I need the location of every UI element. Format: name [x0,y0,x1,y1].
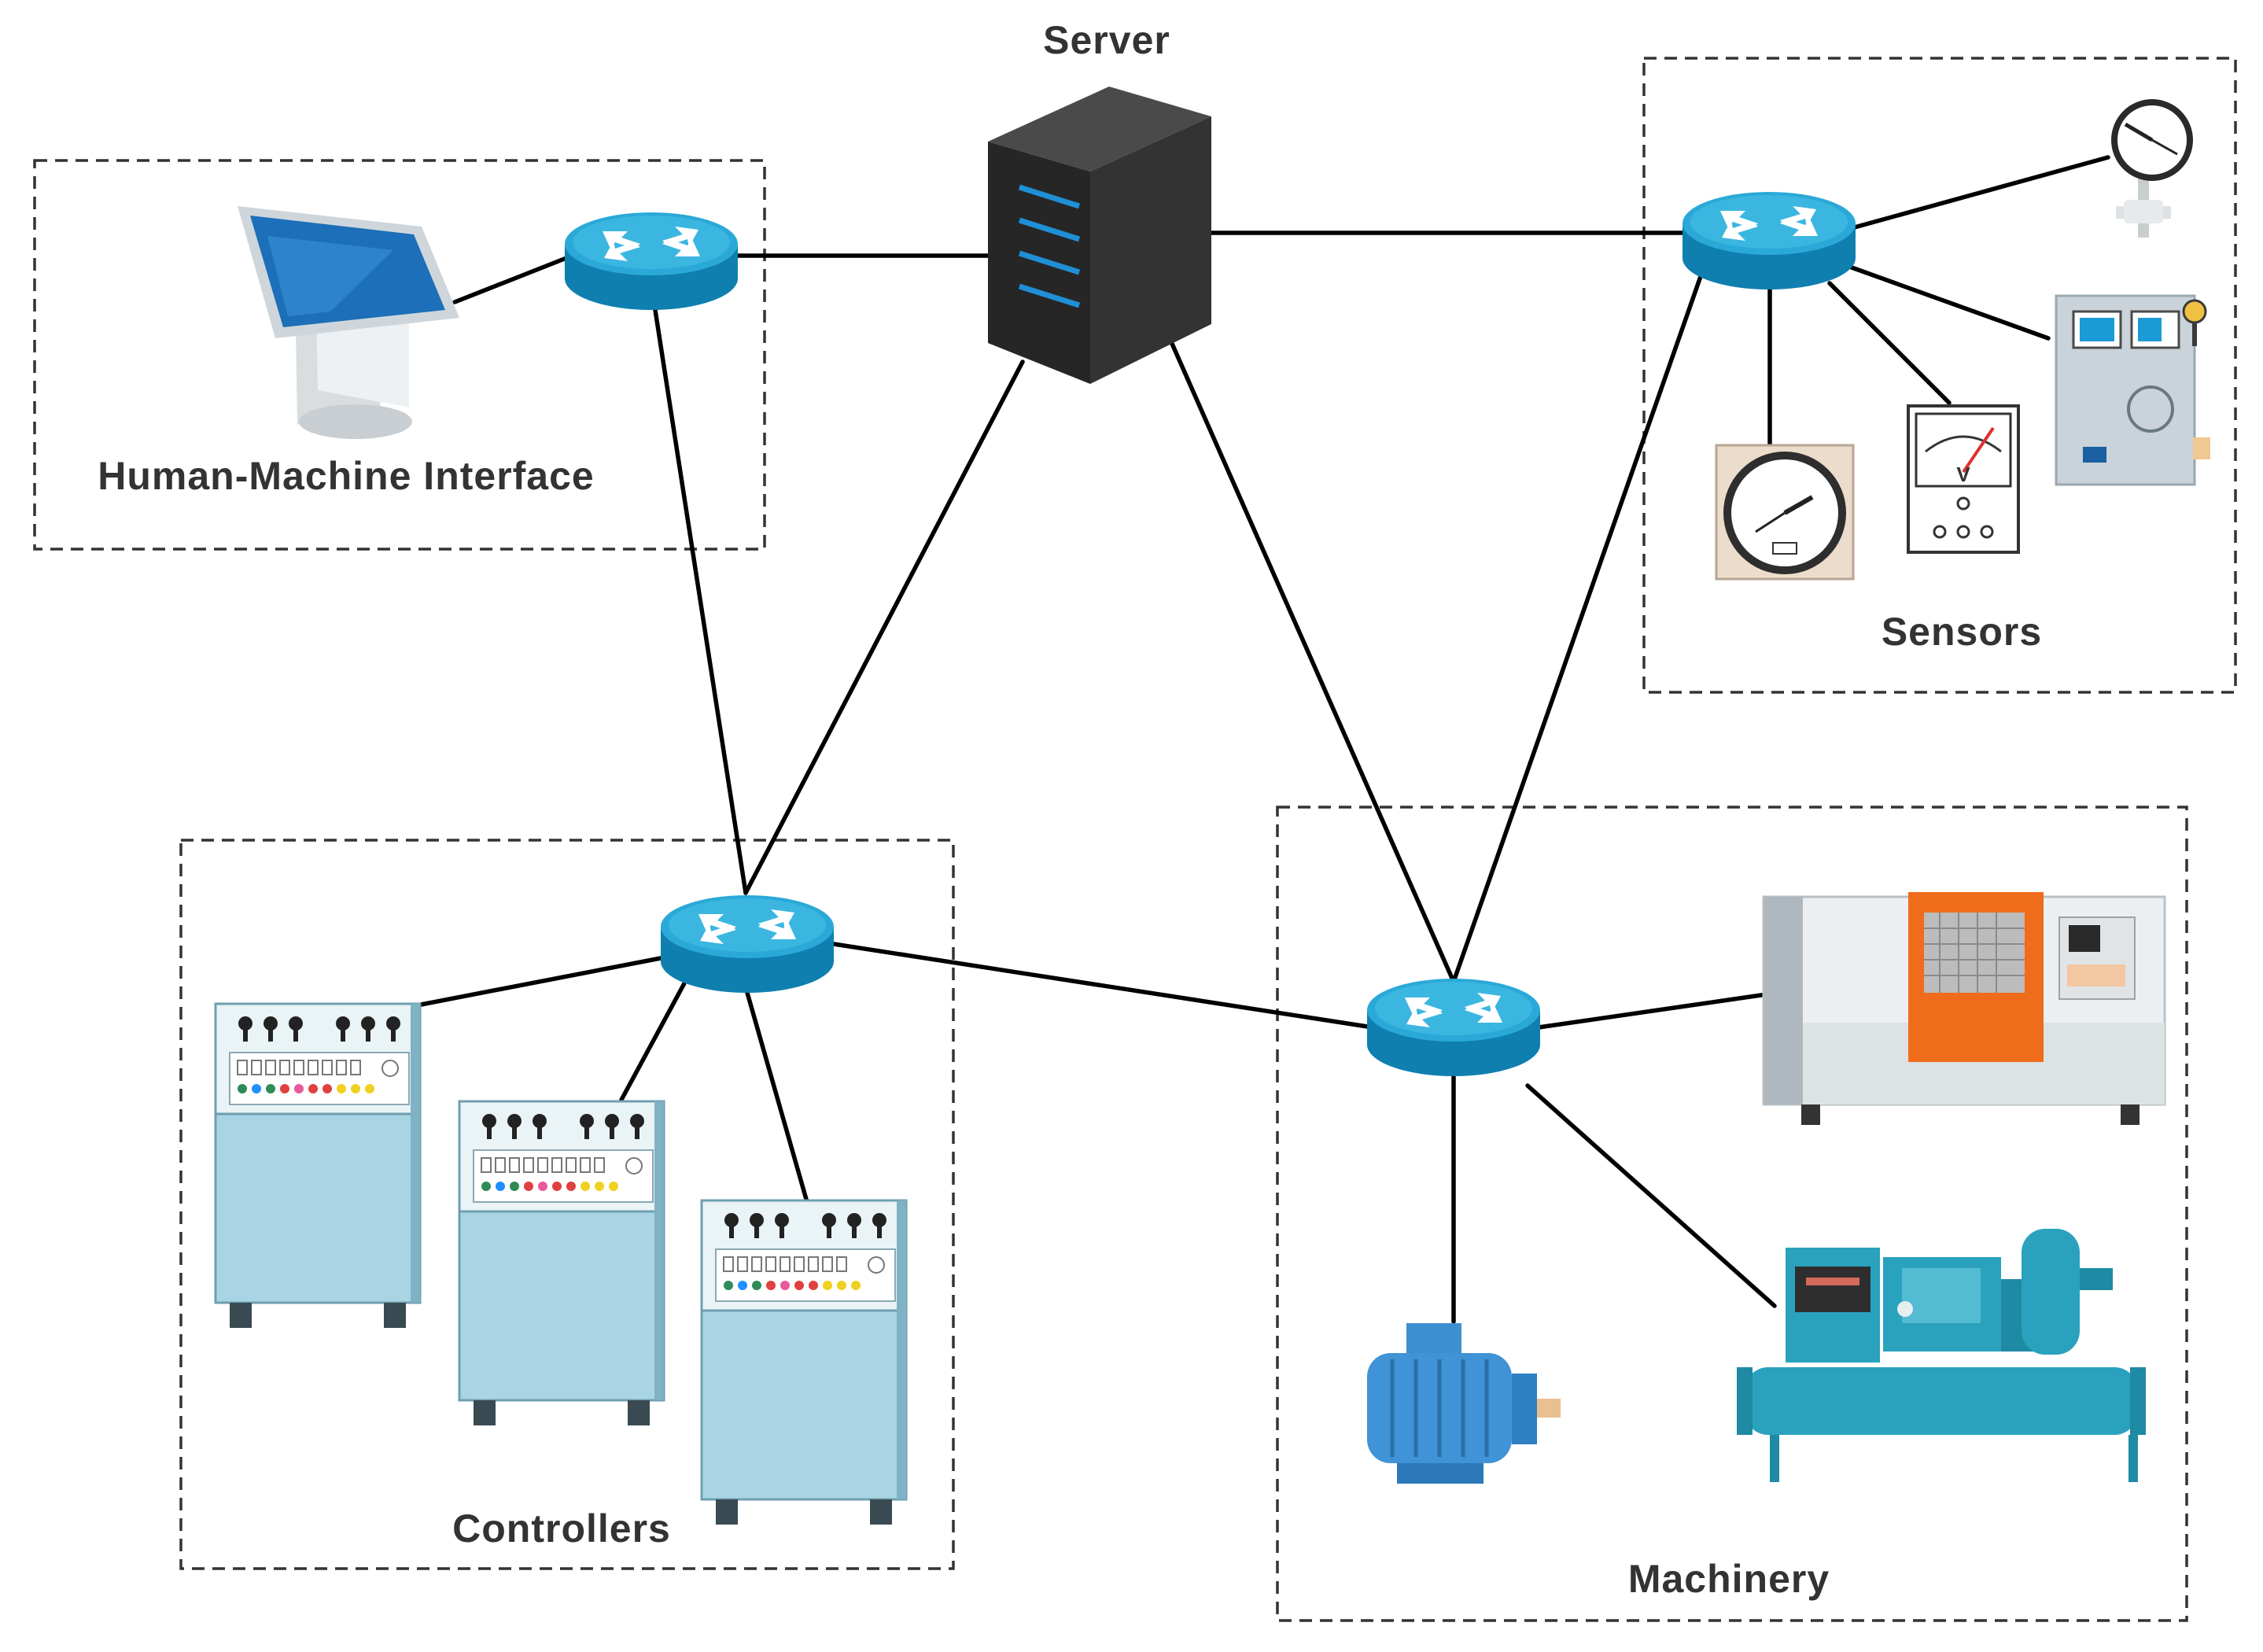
electric-motor-icon [1367,1323,1561,1484]
link-router-voltmeter [1827,281,1952,405]
router-icon [565,212,738,310]
pressure-gauge-icon [2111,99,2193,238]
router-icon [661,895,834,993]
controllers-group-box [179,839,955,1570]
link-server-controller-router [743,360,1025,895]
router-icon [1367,979,1540,1076]
controllers-label: Controllers [452,1506,671,1551]
water-chiller-icon [1737,1229,2146,1482]
svg-text:V: V [1956,463,1970,486]
control-cabinet-icon [458,1100,665,1427]
server-icon [988,87,1211,384]
touch-kiosk-icon [238,206,459,439]
link-router-sensor-cabinet [1849,265,2051,341]
hmi-label: Human-Machine Interface [98,454,594,498]
link-router-lathe [1536,992,1769,1030]
link-kiosk-router [452,256,569,304]
link-router-cabinet-2 [619,981,687,1102]
voltmeter-icon: V [1907,404,2020,554]
network-links [415,155,2110,1324]
server-label: Server [1043,18,1170,62]
link-router-pressure-gauge [1849,155,2110,230]
control-cabinet-icon [214,1002,422,1329]
link-server-machinery-router [1167,336,1456,984]
hmi-group-box [33,159,766,551]
link-sensor-machinery-router [1451,265,1706,984]
router-icon [1683,192,1856,289]
sensors-group-box [1642,57,2237,694]
dial-gauge-icon [1715,444,1855,581]
link-controller-machinery-router [831,942,1375,1030]
link-router-cabinet-3 [745,990,809,1204]
link-router-cabinet-1 [415,956,663,1008]
control-cabinet-icon [700,1199,908,1526]
link-router-chiller [1525,1083,1777,1308]
machinery-group-box [1276,806,2188,1622]
sensor-cabinet-icon [2055,294,2210,486]
link-hmi-controller-router [651,293,748,895]
sensors-label: Sensors [1882,610,2042,654]
cnc-lathe-icon [1762,892,2166,1125]
machinery-label: Machinery [1628,1557,1830,1601]
